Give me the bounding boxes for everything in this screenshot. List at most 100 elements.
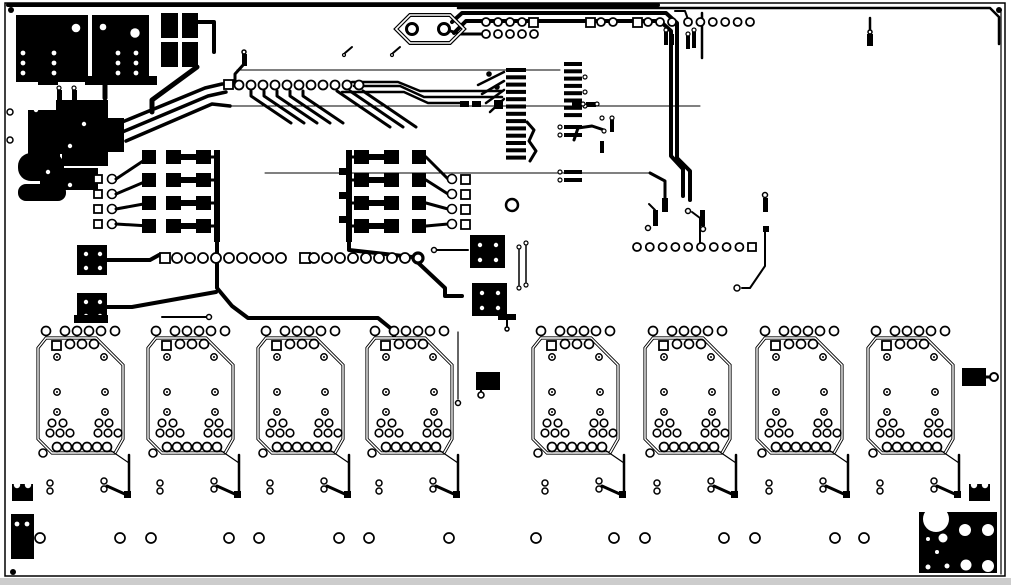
relay-contact-hole [832, 428, 842, 438]
corner-pin-hole [24, 521, 30, 527]
terminal-pad [234, 491, 241, 498]
relay-contact-hole [711, 418, 721, 428]
relay-contact-hole [943, 428, 953, 438]
relay-bottom-hole [390, 441, 402, 453]
connector-hole [236, 252, 248, 264]
relay-suppressor-pad [74, 315, 108, 323]
terminal-hole [46, 487, 54, 495]
relay-contact-hole [323, 428, 333, 438]
relay-contact-hole [65, 428, 75, 438]
relay-contact-hole [654, 418, 664, 428]
relay-bottom-hole [191, 441, 203, 453]
relay-outline-inner [532, 337, 619, 454]
relay-coil-hole [76, 338, 88, 350]
terminal-pad [731, 491, 738, 498]
pad-ring [6, 108, 14, 116]
capacitor-pad [161, 13, 178, 38]
mounting-hole [34, 532, 46, 544]
smd-pad [586, 102, 596, 107]
hole-center [775, 356, 777, 358]
pad-ring [761, 191, 769, 199]
smd-pad [763, 198, 768, 212]
inductor-loop-inner [394, 14, 466, 44]
connector-hole [707, 17, 718, 27]
power-pour [18, 184, 66, 201]
resistor-pad [166, 196, 181, 210]
relay-top-hole [828, 325, 840, 337]
terminal-hole [429, 477, 437, 485]
resistor-pad [196, 196, 211, 210]
pad-ring [516, 285, 522, 291]
pad-ring [663, 27, 669, 33]
relay-contact-hole [933, 428, 943, 438]
relay-top-hole [790, 325, 802, 337]
hole-center [663, 356, 665, 358]
relay-top-hole [913, 325, 925, 337]
hole-center [276, 391, 278, 393]
mounting-hole [333, 532, 345, 544]
relay-top-hole [604, 325, 616, 337]
relay-contact-hole [875, 428, 885, 438]
connector-row [159, 252, 287, 264]
copper-trace [105, 484, 129, 497]
relay-top-hole [71, 325, 83, 337]
pad-ring [609, 115, 615, 121]
connector-hole [632, 242, 642, 252]
connector-square-pad [528, 17, 539, 28]
copper-trace [424, 201, 450, 211]
transformer-pin-hole [20, 60, 26, 66]
pad-ring [557, 169, 563, 175]
connector-hole [505, 29, 515, 39]
copper-trace [434, 484, 458, 497]
driver-pin-hole [97, 299, 103, 305]
relay-coil-hole [186, 338, 198, 350]
mounting-hole [253, 532, 265, 544]
resistor-pad [354, 150, 369, 164]
corner-drill-hole [982, 524, 994, 536]
smd-ic-pin-pad [564, 98, 582, 103]
edge-connector-pad [969, 484, 990, 501]
hole-center [934, 391, 936, 393]
terminal-hole [375, 479, 383, 487]
relay-coil-hole [405, 338, 417, 350]
resistor-pad [142, 196, 156, 210]
connector-square-pad [223, 79, 234, 90]
relay-coil-hole [683, 338, 695, 350]
relay-contact-hole [285, 428, 295, 438]
copper-trace [288, 89, 332, 125]
hole-center [934, 411, 936, 413]
relay-top-hole [889, 325, 901, 337]
copper-trace [712, 484, 736, 497]
hole-center [886, 356, 888, 358]
corner-drill-hole [925, 564, 931, 570]
relay-bottom-hole [891, 441, 903, 453]
connector-hole [657, 242, 668, 252]
copper-trace [456, 6, 1001, 46]
driver-pin-hole [495, 305, 501, 311]
relay-bottom-hole [820, 441, 832, 453]
terminal-hole [375, 487, 383, 495]
relay-contact-hole [924, 418, 934, 428]
hole-center [324, 391, 326, 393]
pad-ring [205, 313, 213, 321]
smd-pad [564, 170, 582, 174]
relay-bottom-hole [911, 441, 923, 453]
relay-top-hole [291, 325, 303, 337]
relay-coil-hole [795, 338, 807, 350]
connector-notch [24, 481, 32, 489]
connector-hole [655, 17, 665, 27]
copper-trace [824, 484, 848, 497]
scan-margin-strip [0, 578, 1011, 585]
mounting-hole [829, 532, 841, 544]
smd-ic-pin-pad [564, 62, 582, 66]
hole-center [214, 411, 216, 413]
relay-pin1-pad [546, 340, 557, 351]
copper-trace [325, 484, 349, 497]
resistor-pad [384, 219, 399, 233]
relay-footprint [36, 325, 125, 458]
relay-pin1-pad [881, 340, 892, 351]
hole-center [710, 356, 712, 358]
relay-top-hole [400, 325, 412, 337]
terminal-hole [595, 485, 603, 493]
hole-center [385, 411, 387, 413]
